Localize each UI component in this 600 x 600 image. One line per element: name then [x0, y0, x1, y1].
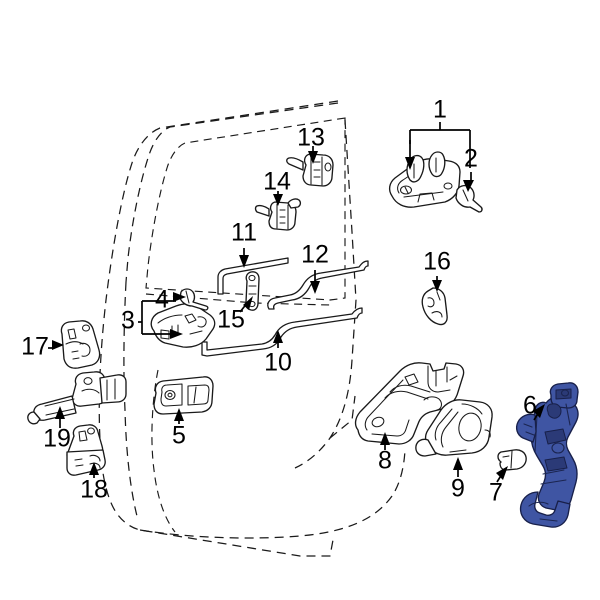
callout-number-4: 4	[155, 286, 169, 314]
callout-leader-9	[453, 457, 463, 477]
callout-number-14: 14	[263, 168, 291, 196]
part-outside-door-handle-assembly	[388, 151, 461, 208]
callout-leader-13	[308, 146, 318, 164]
callout-number-2: 2	[464, 145, 478, 173]
callout-number-19: 19	[43, 425, 71, 453]
callout-number-labels: 1 2 3 4 5 6 7 8 9 10 11 12 13 14 15 16 1…	[21, 96, 537, 507]
callout-leader-4	[172, 292, 186, 302]
callout-number-12: 12	[301, 241, 329, 269]
part-lock-control-rod-long	[201, 307, 363, 357]
callout-number-15: 15	[217, 306, 245, 334]
callout-leader-6	[533, 404, 545, 421]
callout-leader-3	[138, 300, 183, 339]
part-outside-handle-grip	[415, 399, 493, 457]
callout-leader-7	[496, 466, 508, 483]
callout-leader-18	[89, 462, 99, 478]
callout-number-7: 7	[489, 479, 503, 507]
callout-number-3: 3	[121, 307, 135, 335]
callout-leader-5	[174, 408, 184, 424]
callout-leader-16	[432, 276, 442, 292]
callout-number-18: 18	[80, 476, 108, 504]
part-rod-clip-upper	[286, 153, 334, 187]
part-door-lock-assembly-bracket	[150, 303, 216, 348]
callout-leader-1	[405, 122, 471, 170]
callout-leader-11	[239, 248, 249, 268]
callout-number-9: 9	[451, 475, 465, 503]
callout-number-10: 10	[264, 349, 292, 377]
part-inside-handle-bezel	[153, 376, 214, 415]
part-upper-door-hinge	[60, 320, 101, 369]
callout-number-17: 17	[21, 333, 49, 361]
door-outline	[98, 100, 406, 557]
part-handle-frame-base	[354, 362, 465, 445]
callout-leader-15	[239, 296, 253, 313]
callout-number-5: 5	[172, 422, 186, 450]
callout-number-13: 13	[297, 124, 325, 152]
callout-number-1: 1	[433, 96, 447, 124]
callout-leader-14	[273, 191, 283, 206]
part-lock-control-rod-short	[267, 260, 369, 310]
callout-number-6: 6	[523, 392, 537, 420]
callout-leader-2	[463, 172, 474, 192]
callout-leader-8	[380, 432, 390, 450]
part-lock-clip	[497, 449, 527, 471]
part-lock-screw	[179, 288, 209, 311]
callout-leader-19	[55, 406, 65, 428]
callout-leader-17	[48, 340, 64, 350]
part-door-check-strap	[27, 371, 127, 425]
part-lock-striker-bracket	[421, 287, 448, 326]
callout-number-11: 11	[231, 219, 257, 247]
callout-leader-10	[273, 330, 283, 348]
callout-leader-12	[310, 270, 320, 294]
callout-number-16: 16	[423, 248, 451, 276]
part-door-lock-actuator-highlighted	[515, 382, 579, 528]
callout-number-8: 8	[378, 447, 392, 475]
part-window-regulator-rod	[217, 257, 289, 295]
part-rod-clip-lower	[254, 198, 302, 231]
